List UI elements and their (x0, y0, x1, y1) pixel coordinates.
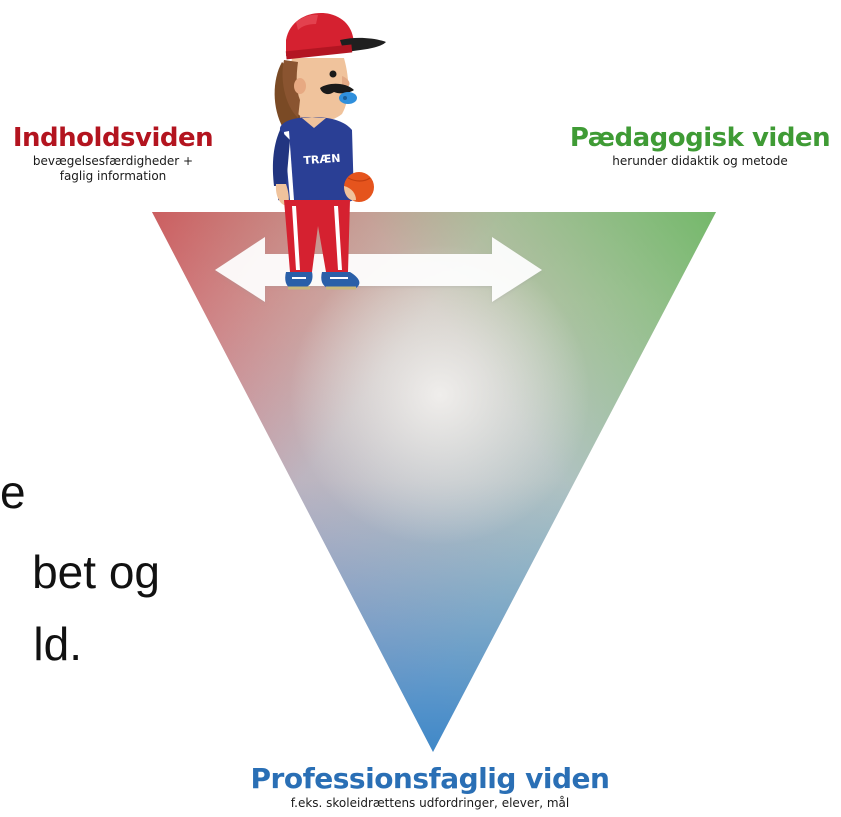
coach-shirt-text: TRÆN (303, 152, 341, 168)
professional-knowledge-subtitle: f.eks. skoleidrættens udfordringer, elev… (290, 796, 570, 810)
professional-knowledge-title: Professionsfaglig viden (250, 762, 610, 795)
content-knowledge-label: Indholdsviden bevægelsesfærdigheder + fa… (8, 122, 218, 184)
professional-knowledge-label: Professionsfaglig viden f.eks. skoleidræ… (250, 762, 610, 811)
slide-text-fragment-1-text: e (0, 466, 26, 518)
triangle-shape (152, 212, 716, 752)
slide-text-fragment-1: e (0, 464, 40, 520)
content-knowledge-subtitle-line1: bevægelsesfærdigheder + (32, 154, 194, 168)
slide-text-fragment-3-text: ld. (33, 618, 82, 670)
content-knowledge-subtitle-line2: faglig information (59, 169, 167, 183)
content-knowledge-title: Indholdsviden (12, 123, 214, 153)
pedagogical-knowledge-subtitle: herunder didaktik og metode (612, 154, 788, 168)
pedagogical-knowledge-label: Pædagogisk viden herunder didaktik og me… (565, 122, 835, 169)
slide-text-fragment-3: ld. (0, 616, 82, 672)
coach-illustration: TRÆN (272, 13, 386, 290)
pedagogical-knowledge-title: Pædagogisk viden (569, 123, 831, 153)
slide-text-fragment-2-text: bet og (32, 546, 160, 598)
slide-text-fragment-2: bet og (0, 544, 160, 600)
